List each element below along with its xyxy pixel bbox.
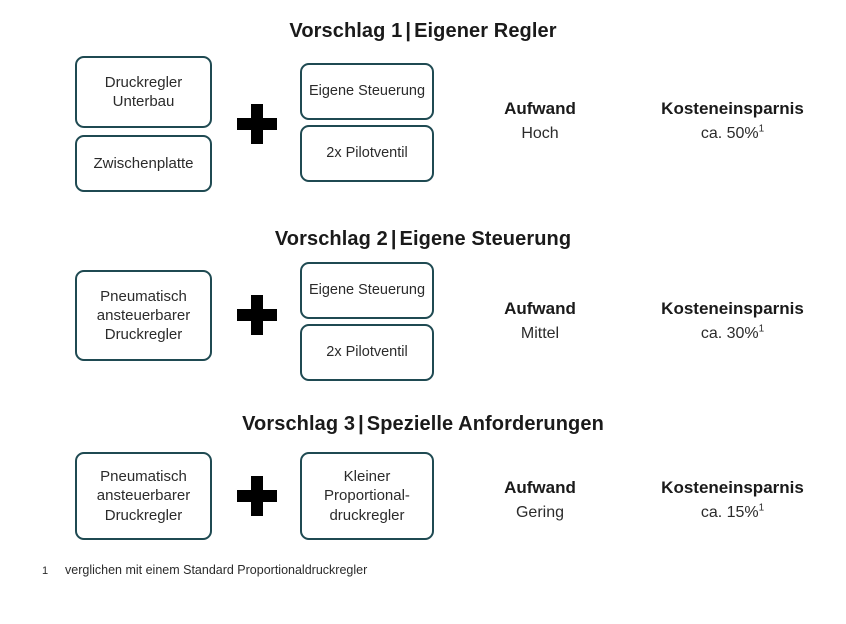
metric-label: Kosteneinsparnis (661, 478, 804, 497)
metric-value: Hoch (455, 122, 625, 145)
box-text-line: druckregler (329, 506, 405, 524)
section-1-metric-kosteneinsparnis: Kosteneinsparnis ca. 50%1 (625, 96, 840, 145)
footnote-marker: 1 (758, 502, 765, 514)
metric-value-text: ca. 50% (700, 124, 759, 142)
section-3-metric-aufwand: Aufwand Gering (455, 475, 625, 524)
section-1-left-box-1: Druckregler Unterbau (75, 56, 212, 128)
section-1-title-separator: | (405, 20, 412, 42)
section-2-metric-kosteneinsparnis: Kosteneinsparnis ca. 30%1 (625, 296, 840, 345)
section-title-2: Vorschlag 2|Eigene Steuerung (0, 228, 846, 251)
footnote-marker: 1 (758, 323, 765, 335)
section-2-left-box-1: Pneumatisch ansteuerbarer Druckregler (75, 270, 212, 361)
section-1-title-prefix: Vorschlag 1 (289, 20, 403, 42)
section-2-right-box-2: 2x Pilotventil (300, 324, 434, 381)
box-text: Zwischenplatte (93, 154, 194, 172)
section-title-3: Vorschlag 3|Spezielle Anforderungen (0, 413, 846, 436)
section-1-right-box-1: Eigene Steuerung (300, 63, 434, 120)
box-text: Pneumatisch ansteuerbarer Druckregler (97, 467, 190, 525)
metric-value-text: ca. 30% (700, 324, 759, 342)
plus-operator-icon-3 (237, 476, 277, 516)
metric-value: Mittel (455, 322, 625, 345)
metric-value: ca. 30%1 (625, 322, 840, 345)
section-1-right-box-2: 2x Pilotventil (300, 125, 434, 182)
footnote: 1 verglichen mit einem Standard Proportio… (42, 563, 367, 577)
box-text-line: ansteuerbarer (96, 487, 191, 505)
section-1-title-suffix: Eigener Regler (414, 20, 557, 42)
metric-label: Aufwand (504, 99, 576, 118)
box-text-line: Pneumatisch (100, 468, 187, 486)
section-2-title-suffix: Eigene Steuerung (399, 228, 572, 250)
section-2-metric-aufwand: Aufwand Mittel (455, 296, 625, 345)
metric-label: Kosteneinsparnis (661, 299, 804, 318)
metric-label: Aufwand (504, 478, 576, 497)
box-text-line: Proportional- (324, 487, 410, 505)
section-title-1: Vorschlag 1|Eigener Regler (0, 20, 846, 43)
box-text-line: Druckregler (104, 506, 183, 524)
box-text-line: Pneumatisch (100, 287, 187, 305)
metric-value: ca. 15%1 (625, 501, 840, 524)
metric-value-text: Gering (515, 503, 565, 521)
box-text: Eigene Steuerung (308, 83, 426, 100)
box-text-line: Druckregler (104, 326, 183, 344)
box-text: Druckregler Unterbau (105, 73, 183, 111)
box-text-line: Druckregler (104, 73, 183, 91)
metric-value: ca. 50%1 (625, 122, 840, 145)
section-2-title-prefix: Vorschlag 2 (274, 228, 388, 250)
footnote-marker: 1 (758, 123, 765, 135)
metric-value-text: Mittel (520, 324, 560, 342)
section-3-right-box-1: Kleiner Proportional- druckregler (300, 452, 434, 540)
section-1-metric-aufwand: Aufwand Hoch (455, 96, 625, 145)
metric-value-text: Hoch (521, 124, 559, 142)
box-text: Eigene Steuerung (308, 282, 426, 299)
footnote-text: verglichen mit einem Standard Proportion… (65, 563, 368, 577)
section-3-title-suffix: Spezielle Anforderungen (366, 413, 604, 435)
metric-label: Aufwand (504, 299, 576, 318)
box-text: Pneumatisch ansteuerbarer Druckregler (97, 287, 190, 345)
section-1-left-box-2: Zwischenplatte (75, 135, 212, 192)
box-text: 2x Pilotventil (326, 145, 408, 162)
metric-value: Gering (455, 501, 625, 524)
footnote-marker-label: 1 (42, 565, 49, 577)
box-text-line: Kleiner (343, 468, 391, 486)
metric-label: Kosteneinsparnis (661, 99, 804, 118)
box-text: 2x Pilotventil (326, 344, 408, 361)
metric-value-text: ca. 15% (700, 503, 759, 521)
section-2-title-separator: | (390, 228, 397, 250)
section-3-metric-kosteneinsparnis: Kosteneinsparnis ca. 15%1 (625, 475, 840, 524)
section-3-title-separator: | (358, 413, 364, 435)
section-3-left-box-1: Pneumatisch ansteuerbarer Druckregler (75, 452, 212, 540)
plus-operator-icon-1 (237, 104, 277, 144)
section-3-title-prefix: Vorschlag 3 (242, 413, 356, 435)
box-text: Kleiner Proportional- druckregler (324, 467, 410, 525)
box-text-line: ansteuerbarer (96, 306, 191, 324)
plus-operator-icon-2 (237, 295, 277, 335)
section-2-right-box-1: Eigene Steuerung (300, 262, 434, 319)
box-text-line: Unterbau (112, 93, 175, 110)
